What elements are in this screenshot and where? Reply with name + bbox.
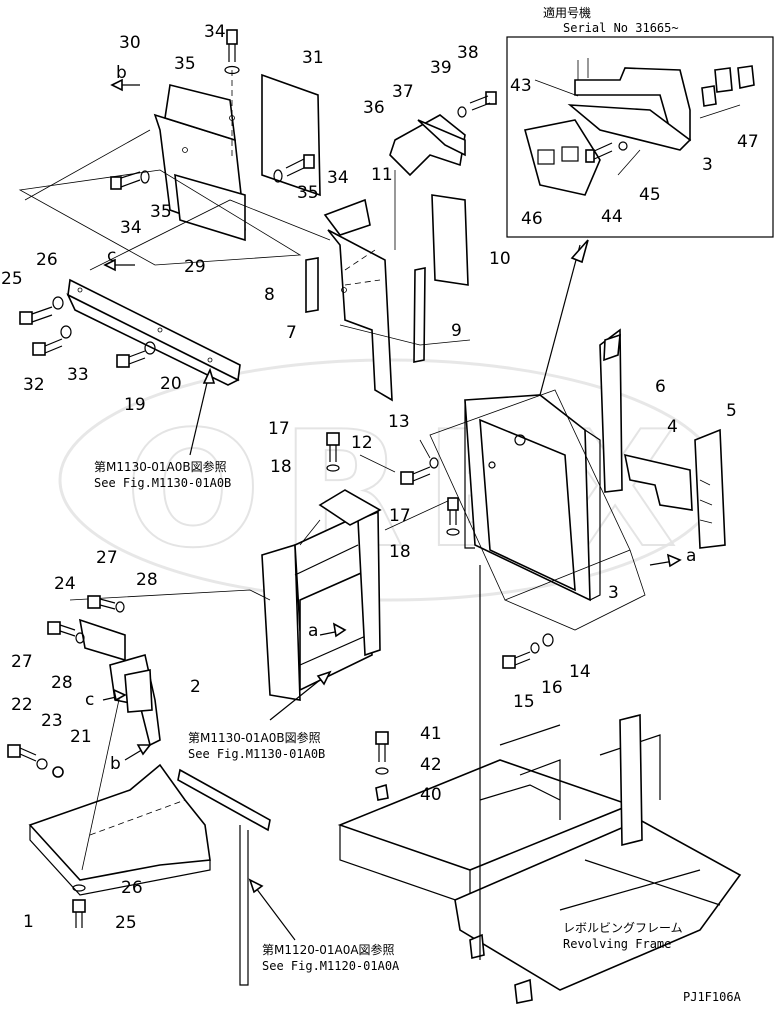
callout-10: 10 [489, 249, 511, 269]
callout-13: 13 [388, 412, 410, 432]
serial-number: Serial No 31665~ [563, 21, 679, 35]
ref-2-en: See Fig.M1130-01A0B [188, 747, 325, 761]
callout-20: 20 [160, 374, 182, 394]
cover-bracket-center [305, 91, 497, 402]
callout-34-a: 34 [204, 22, 226, 42]
figure-code: PJ1F106A [683, 990, 742, 1004]
revolving-frame-jp: レボルビングフレーム [563, 921, 683, 935]
callout-41: 41 [420, 724, 442, 744]
callout-28-b: 28 [51, 673, 73, 693]
callout-43: 43 [510, 76, 532, 96]
callout-12: 12 [351, 433, 373, 453]
lower-brackets [7, 595, 161, 778]
revolving-frame [337, 565, 742, 1004]
callout-25-b: 25 [115, 913, 137, 933]
rail-bracket-left [19, 199, 331, 386]
callout-7: 7 [286, 323, 297, 343]
serial-inset [506, 36, 774, 238]
callout-42: 42 [420, 755, 442, 775]
callout-16: 16 [541, 678, 563, 698]
under-cover [28, 694, 271, 986]
view-letters: b b c c a a [85, 63, 696, 774]
ref-1-jp: 第M1130-01A0B図参照 [94, 459, 227, 474]
callout-30: 30 [119, 33, 141, 53]
callout-38: 38 [457, 43, 479, 63]
callout-4: 4 [667, 417, 678, 437]
callout-27-b: 27 [11, 652, 33, 672]
callout-14: 14 [569, 662, 591, 682]
callout-29: 29 [184, 257, 206, 277]
callout-6: 6 [655, 377, 666, 397]
revolving-frame-en: Revolving Frame [563, 937, 671, 951]
callout-40: 40 [420, 785, 442, 805]
reference-notes: 第M1130-01A0B図参照 See Fig.M1130-01A0B 第M11… [94, 459, 400, 973]
callout-25-a: 25 [1, 269, 23, 289]
callout-2: 2 [190, 677, 201, 697]
radiator-guard-frame [69, 432, 460, 701]
view-marker-a-right: a [686, 546, 696, 566]
ref-3-en: See Fig.M1120-01A0A [262, 959, 400, 973]
callout-5: 5 [726, 401, 737, 421]
view-marker-c-lower: c [85, 690, 94, 710]
callout-26-a: 26 [36, 250, 58, 270]
callout-46: 46 [521, 209, 543, 229]
callout-21: 21 [70, 727, 92, 747]
serial-jp-title: 適用号機 [543, 5, 591, 20]
callout-39: 39 [430, 58, 452, 78]
view-marker-b-lower: b [110, 754, 121, 774]
callout-17-a: 17 [268, 419, 290, 439]
callout-27-a: 27 [96, 548, 118, 568]
callout-1: 1 [23, 912, 34, 932]
callout-23: 23 [41, 711, 63, 731]
view-arrows [102, 78, 682, 941]
callout-9: 9 [451, 321, 462, 341]
callout-22: 22 [11, 695, 33, 715]
callout-36: 36 [363, 98, 385, 118]
callout-3: 3 [608, 583, 619, 603]
view-marker-b-upper: b [116, 63, 127, 83]
callout-45: 45 [639, 185, 661, 205]
callout-17-b: 17 [389, 506, 411, 526]
callout-34-b: 34 [120, 218, 142, 238]
callout-18-b: 18 [389, 542, 411, 562]
ref-1-en: See Fig.M1130-01A0B [94, 476, 231, 490]
callout-32: 32 [23, 375, 45, 395]
callout-47: 47 [737, 132, 759, 152]
view-marker-a-center: a [308, 621, 318, 641]
callout-34-c: 34 [327, 168, 349, 188]
ref-3-jp: 第M1120-01A0A図参照 [262, 942, 395, 957]
callout-35-b: 35 [150, 202, 172, 222]
callout-3-inset: 3 [702, 155, 713, 175]
callout-28-a: 28 [136, 570, 158, 590]
ref-2-jp: 第M1130-01A0B図参照 [188, 730, 321, 745]
callout-31: 31 [302, 48, 324, 68]
callout-33: 33 [67, 365, 89, 385]
callout-24: 24 [54, 574, 76, 594]
callout-11: 11 [371, 165, 393, 185]
callout-35-c: 35 [297, 183, 319, 203]
callout-44: 44 [601, 207, 623, 227]
callout-18-a: 18 [270, 457, 292, 477]
callout-numbers: 1 2 3 3 4 5 6 7 8 9 10 11 12 13 14 15 16… [1, 22, 759, 933]
callout-15: 15 [513, 692, 535, 712]
callout-19: 19 [124, 395, 146, 415]
callout-8: 8 [264, 285, 275, 305]
view-marker-c-upper: c [107, 246, 116, 266]
callout-35-a: 35 [174, 54, 196, 74]
callout-26-b: 26 [121, 878, 143, 898]
cover-assembly-upper [18, 29, 321, 266]
support-frame [359, 239, 726, 669]
callout-37: 37 [392, 82, 414, 102]
